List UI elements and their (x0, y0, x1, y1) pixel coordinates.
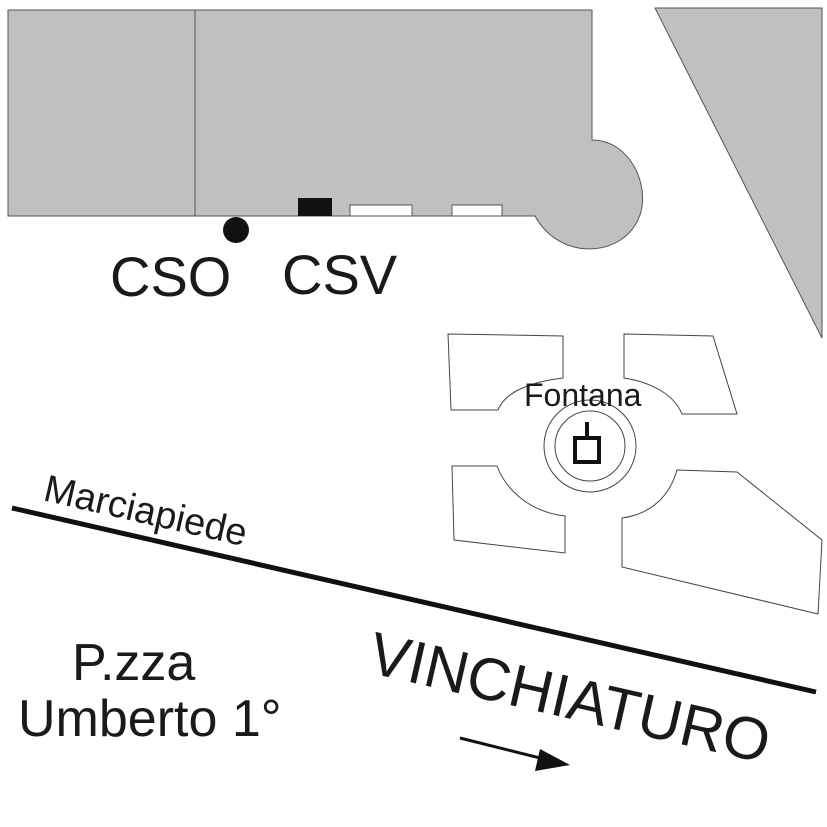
csv-label: CSV (282, 243, 398, 306)
building-opening-2 (451, 204, 503, 217)
garden-bed-bottom-left (451, 465, 566, 554)
garden-bed-bottom-right (621, 469, 823, 615)
square-name-line2: Umberto 1° (18, 690, 282, 748)
direction-label: VINCHIATURO (363, 619, 777, 776)
fountain-label: Fontana (524, 377, 642, 413)
sidewalk-label: Marciapiede (40, 468, 251, 555)
building-main-body (7, 9, 644, 250)
fountain-area (447, 333, 823, 615)
fountain-inner-ring (554, 410, 626, 482)
building-opening-1 (349, 204, 413, 217)
direction-arrow-icon (459, 736, 570, 771)
triangular-building (654, 7, 823, 339)
csv-marker (298, 198, 332, 216)
garden-bed-top-right (623, 333, 738, 415)
cso-marker (223, 217, 249, 243)
fountain-icon (573, 422, 601, 464)
fountain-outer-ring (543, 399, 637, 493)
building (7, 9, 644, 250)
sidewalk-line (11, 505, 817, 695)
garden-bed-top-left (447, 333, 564, 411)
cso-label: CSO (110, 245, 231, 308)
square-name-line1: P.zza (72, 634, 195, 692)
